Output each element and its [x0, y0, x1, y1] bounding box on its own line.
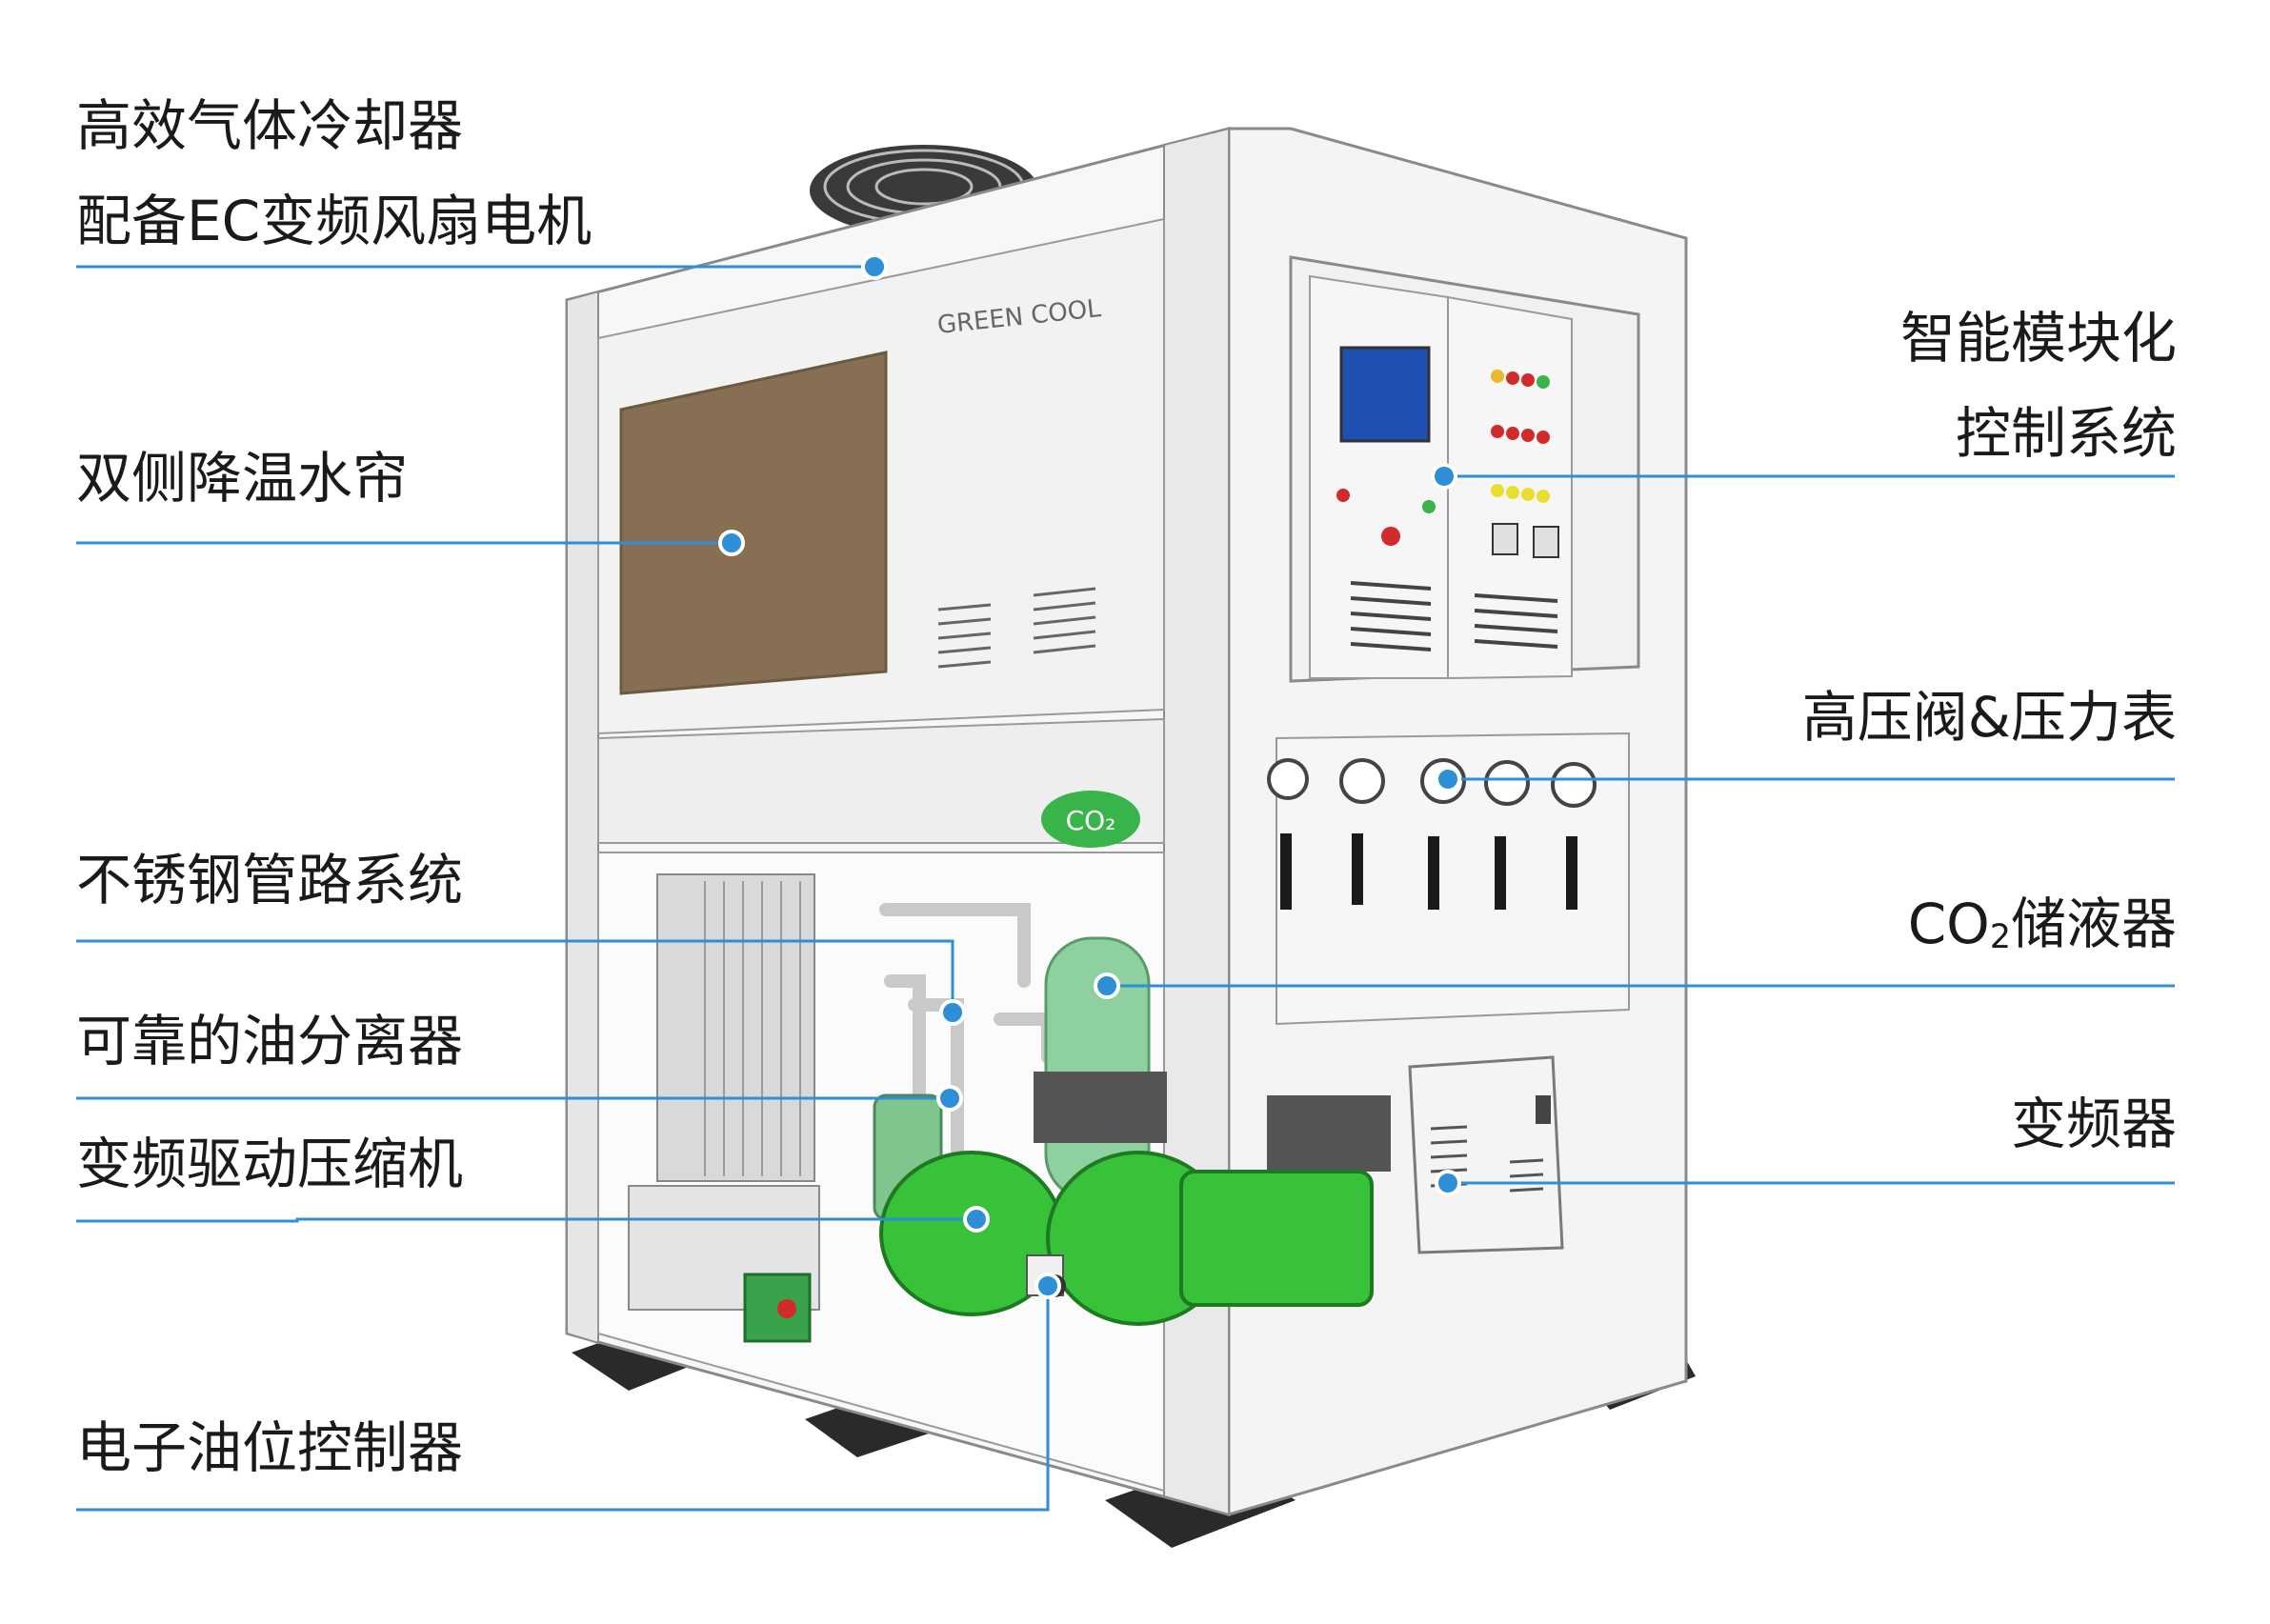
label-co2-prefix: CO [1907, 892, 1990, 956]
gas-cooler-coil [656, 873, 815, 1182]
label-co2-receiver: CO2储液器 [1908, 876, 2177, 985]
label-water-curtain: 双侧降温水帘 [76, 446, 409, 511]
leader-oil-level [76, 1286, 1050, 1512]
label-oil-separator: 可靠的油分离器 [76, 1009, 464, 1073]
label-co2-sub: 2 [1989, 918, 2011, 957]
upper-vents [937, 587, 1096, 669]
dot-co2-receiver [1094, 972, 1120, 999]
leader-piping [76, 939, 954, 1012]
label-co2-suffix: 储液器 [2010, 892, 2177, 956]
callout-dots [718, 253, 1461, 1299]
leader-lines [76, 265, 2175, 1512]
control-cabinet [1289, 255, 1640, 683]
svg-text:CO₂: CO₂ [1066, 805, 1116, 836]
label-gas-cooler-line1: 高效气体冷却器 [76, 93, 464, 158]
oil-controller-box [743, 1273, 812, 1343]
dot-control-system [1431, 463, 1457, 490]
label-gas-cooler: 高效气体冷却器 配备EC变频风扇电机 [76, 78, 592, 269]
compressors [879, 1072, 1391, 1326]
label-gas-cooler-line2: 配备EC变频风扇电机 [76, 189, 593, 253]
dot-oil-separator [936, 1085, 963, 1112]
label-control-system-line2: 控制系统 [1955, 401, 2177, 466]
dot-oil-level [1035, 1273, 1061, 1299]
dot-compressor [963, 1206, 990, 1233]
hmi-screen [1339, 346, 1431, 443]
label-stainless-piping: 不锈钢管路系统 [76, 848, 464, 912]
label-vfd-compressor: 变频驱动压缩机 [76, 1132, 464, 1196]
inverter-box [1408, 1055, 1564, 1254]
dot-hp-valve [1435, 766, 1461, 792]
label-control-system: 智能模块化 控制系统 [1900, 291, 2177, 481]
label-oil-level-controller: 电子油位控制器 [76, 1415, 464, 1480]
label-hp-valve-gauge: 高压阀&压力表 [1801, 685, 2177, 750]
dot-inverter [1435, 1170, 1461, 1196]
water-curtain-panel [619, 351, 888, 695]
dot-water-curtain [718, 530, 745, 556]
leader-compressor [76, 1217, 976, 1223]
label-control-system-line1: 智能模块化 [1899, 306, 2177, 371]
dot-piping [939, 999, 966, 1026]
co2-badge: CO₂ [1041, 791, 1140, 848]
label-inverter: 变频器 [2010, 1092, 2177, 1156]
dot-gas-cooler [861, 253, 888, 280]
